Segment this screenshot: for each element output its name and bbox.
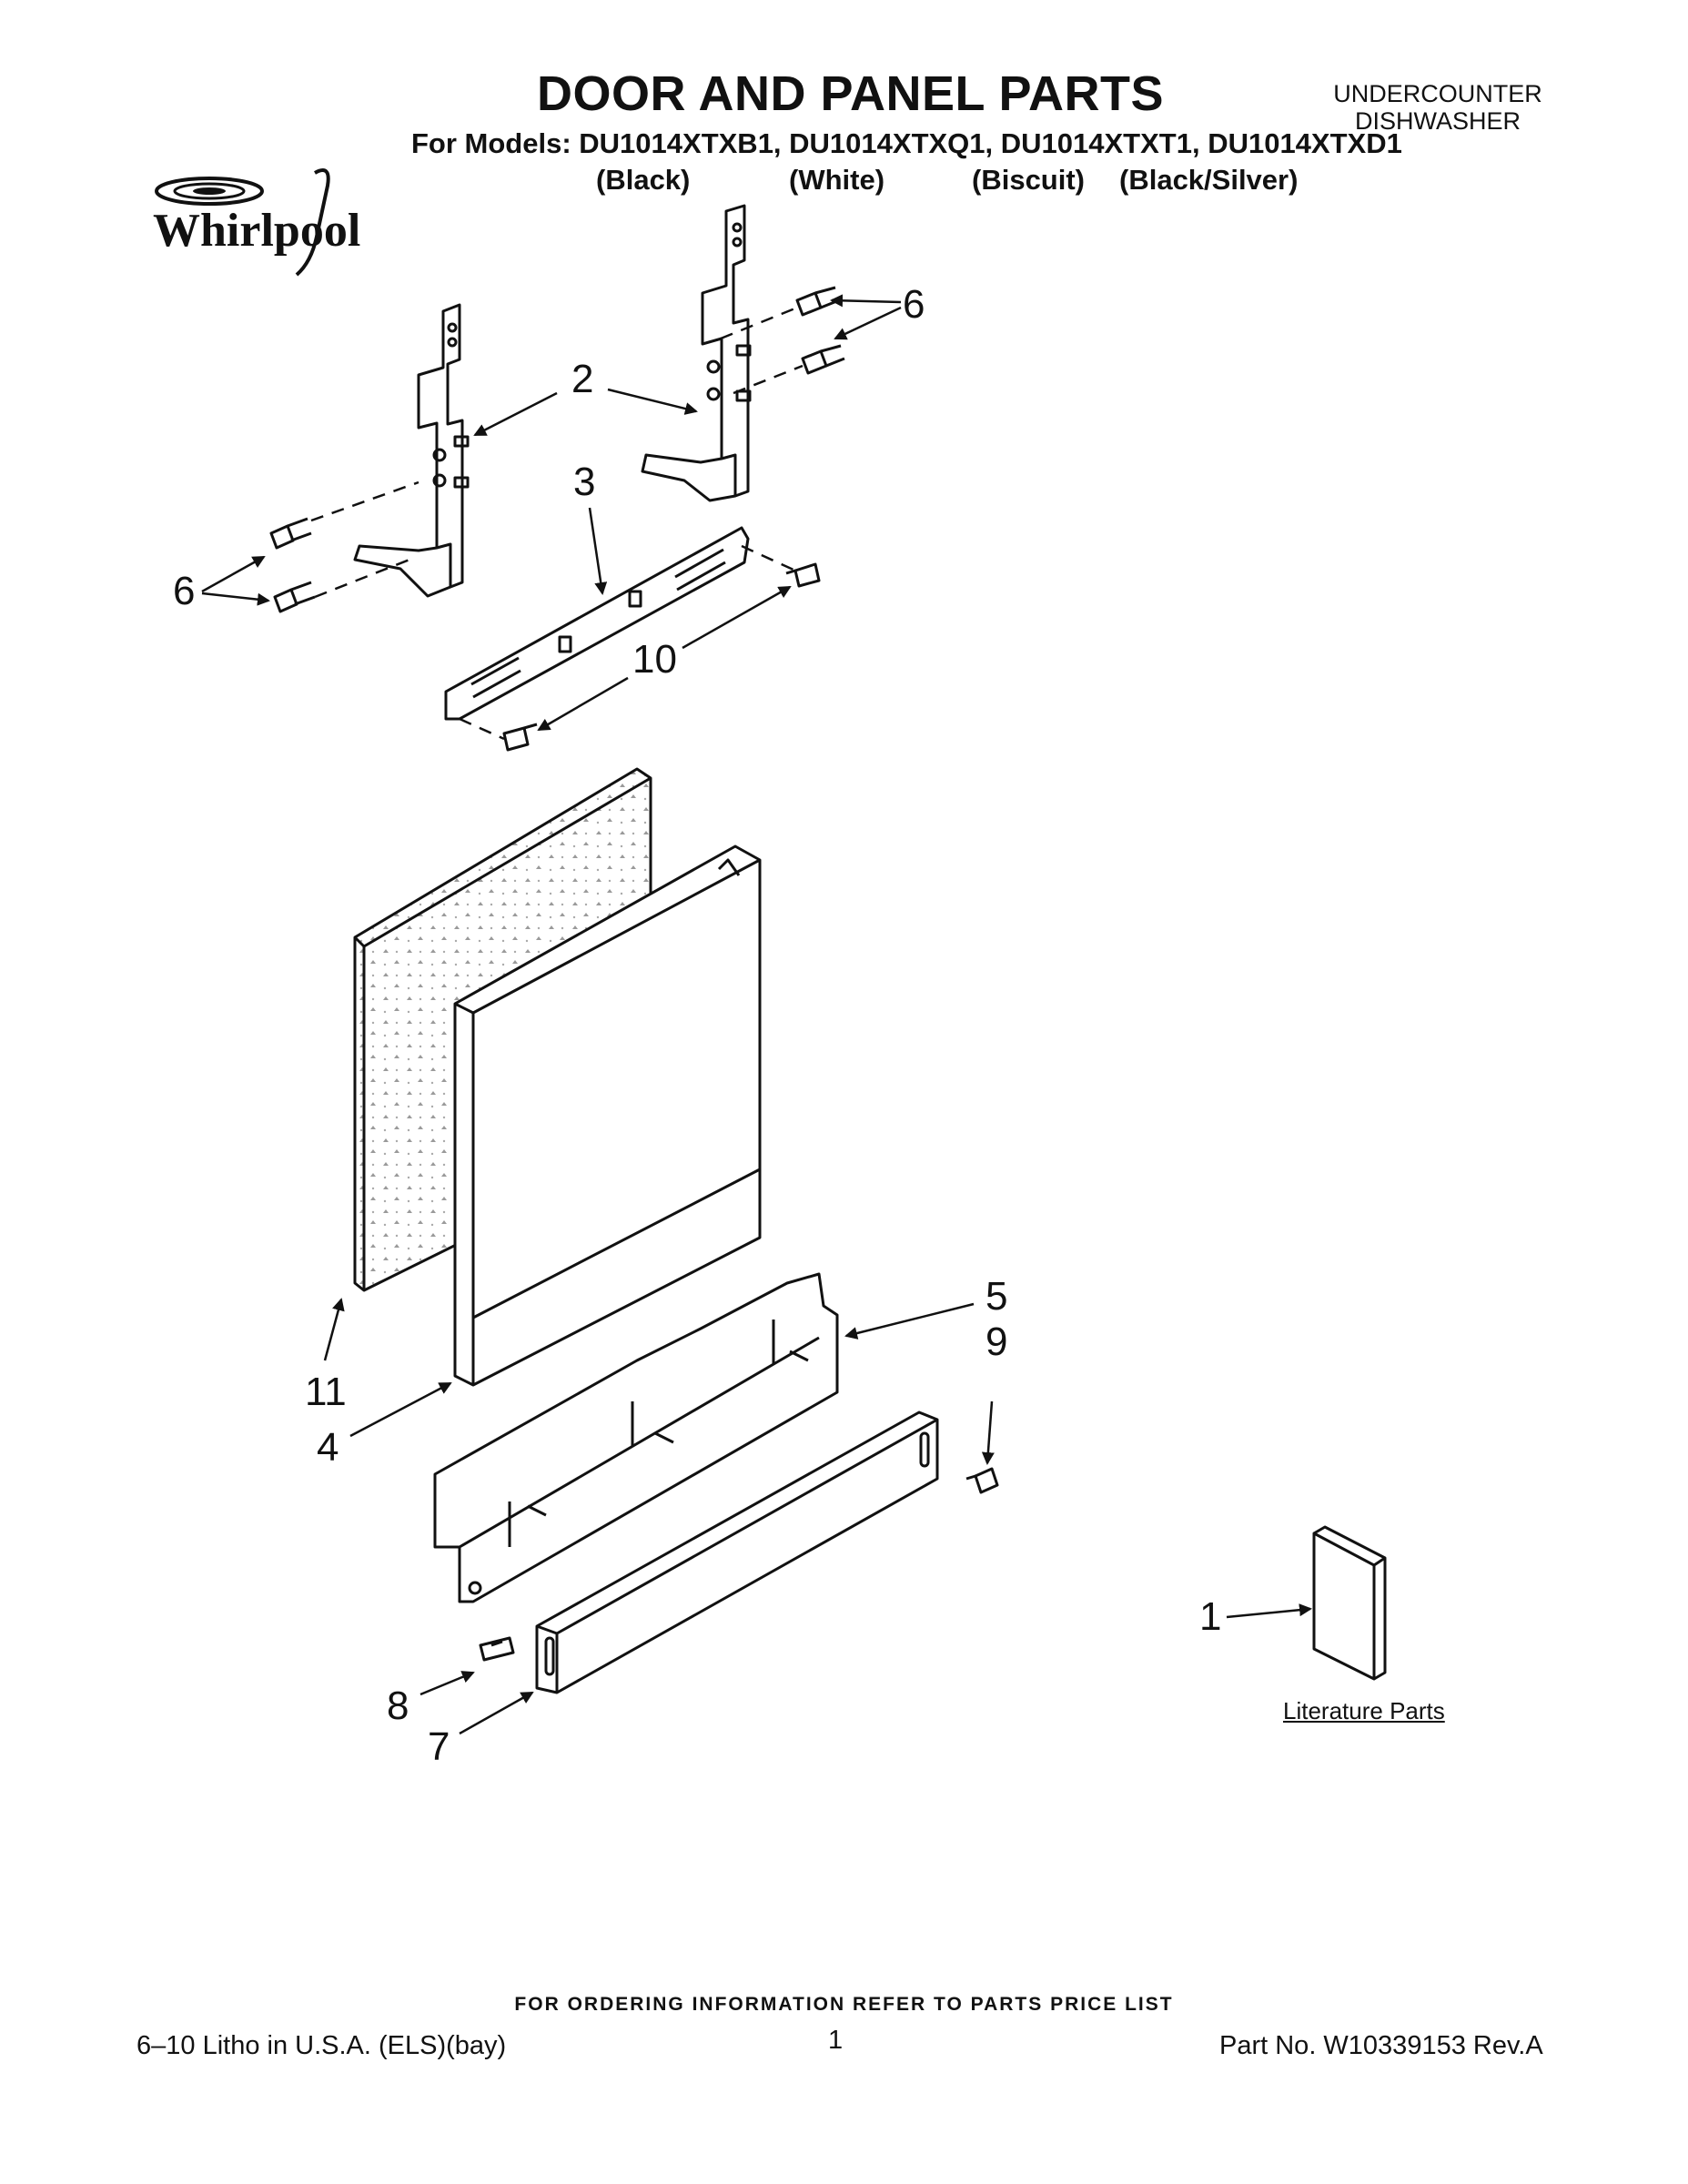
panel-mounting-bracket xyxy=(444,526,750,721)
appliance-type-line1: UNDERCOUNTER xyxy=(1333,80,1542,107)
callout-6-right: 6 xyxy=(903,282,925,327)
leader-10-right xyxy=(682,585,792,650)
leader-1 xyxy=(1226,1603,1312,1619)
leader-10-left xyxy=(537,676,629,732)
leader-7 xyxy=(459,1691,534,1735)
screw-10-right xyxy=(785,562,821,588)
leader-6-right-lower xyxy=(834,306,902,340)
leader-3 xyxy=(588,507,608,595)
left-door-hinge-bracket xyxy=(353,303,470,598)
right-door-hinge-bracket xyxy=(641,204,752,502)
callout-5: 5 xyxy=(986,1274,1008,1319)
leader-4 xyxy=(349,1381,452,1438)
leader-5 xyxy=(844,1302,975,1340)
callout-6-left: 6 xyxy=(173,569,196,613)
model-list: For Models: DU1014XTXB1, DU1014XTXQ1, DU… xyxy=(411,127,1402,159)
leader-8 xyxy=(419,1671,475,1696)
page-title: DOOR AND PANEL PARTS xyxy=(537,66,1165,121)
leader-6-upper xyxy=(201,555,266,593)
leader-9 xyxy=(981,1400,995,1465)
kick-plate-clip xyxy=(479,1636,515,1662)
kick-plate xyxy=(535,1410,939,1694)
color-label-biscuit: (Biscuit) xyxy=(972,164,1085,196)
appliance-type-line2: DISHWASHER xyxy=(1354,107,1521,135)
screw-9 xyxy=(965,1467,999,1494)
screw-10-left xyxy=(502,723,538,752)
ordering-info: FOR ORDERING INFORMATION REFER TO PARTS … xyxy=(514,1994,1174,2015)
callout-8: 8 xyxy=(387,1684,409,1728)
part-number: Part No. W10339153 Rev.A xyxy=(1219,2031,1543,2060)
leader-2-right xyxy=(607,388,698,415)
callout-3: 3 xyxy=(573,460,596,504)
callout-7: 7 xyxy=(428,1724,450,1769)
appliance-type: UNDERCOUNTER DISHWASHER xyxy=(1288,80,1588,135)
leader-6-right-upper xyxy=(830,294,902,308)
callout-2: 2 xyxy=(571,357,594,401)
literature-parts-label: Literature Parts xyxy=(1283,1697,1445,1724)
page-number: 1 xyxy=(828,2026,844,2055)
litho-info: 6–10 Litho in U.S.A. (ELS)(bay) xyxy=(136,2031,507,2060)
callout-10: 10 xyxy=(632,637,677,682)
screw-6-right-lower xyxy=(801,344,845,375)
leader-6-lower xyxy=(201,592,270,606)
outer-door-panel xyxy=(453,844,762,1387)
toe-panel-bracket xyxy=(433,1272,839,1603)
color-label-white: (White) xyxy=(789,164,885,196)
callout-1: 1 xyxy=(1199,1594,1222,1639)
color-label-black-silver: (Black/Silver) xyxy=(1119,164,1299,196)
literature-book xyxy=(1312,1525,1387,1681)
callout-4: 4 xyxy=(317,1425,339,1470)
screw-6-left-lower xyxy=(273,581,316,613)
callout-11: 11 xyxy=(305,1370,347,1414)
logo-wordmark: Whirlpool xyxy=(153,205,360,257)
color-label-black: (Black) xyxy=(596,164,691,196)
screw-6-left-upper xyxy=(269,517,312,550)
whirlpool-logo: Whirlpool xyxy=(153,168,360,277)
callout-9: 9 xyxy=(986,1320,1008,1364)
leader-11 xyxy=(323,1298,345,1361)
leader-2-left xyxy=(473,391,558,437)
